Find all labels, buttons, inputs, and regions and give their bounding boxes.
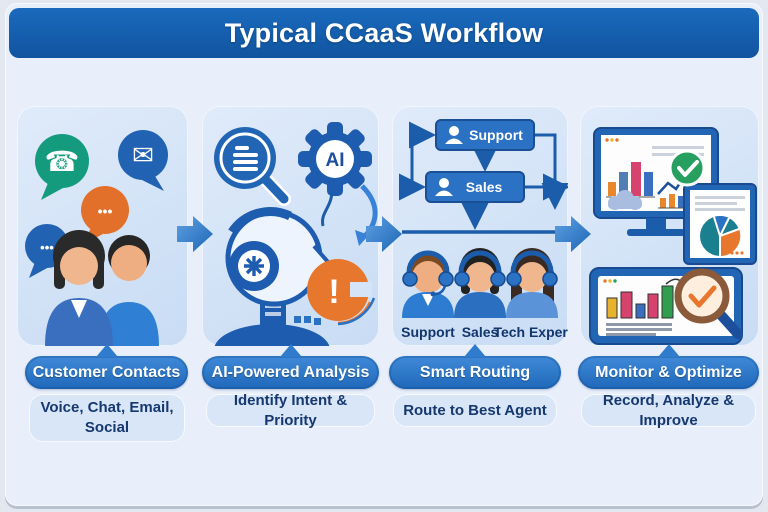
ai-badge: AI <box>326 150 345 171</box>
stage-label-customer-contacts: Customer Contacts <box>25 344 188 389</box>
customer-contacts-illustration: ☎ ✉ ••• ••• <box>25 130 168 346</box>
agent-sales <box>454 248 506 318</box>
agent-label: Support <box>401 324 455 340</box>
phone-icon: ☎ <box>45 146 80 177</box>
svg-text:✉: ✉ <box>132 140 154 170</box>
tablet-report <box>683 183 757 265</box>
stage-label-smart-routing: Smart Routing <box>389 344 561 389</box>
title-bar: Typical CCaaS Workflow <box>9 8 759 58</box>
stage-sublabel-monitor-optimize: Record, Analyze & Improve <box>581 392 756 429</box>
agent-label: Tech Expert <box>493 324 568 340</box>
panel-ai-analysis: AI <box>202 106 379 346</box>
svg-text:•••: ••• <box>98 203 113 219</box>
workflow-card: Typical CCaaS Workflow ☎ ✉ ••• <box>5 3 763 506</box>
gear-detail-icon <box>244 256 264 276</box>
stage-label-ai-analysis: AI-Powered Analysis <box>202 344 379 389</box>
stage-sublabel-customer-contacts: Voice, Chat, Email, Social <box>29 394 185 442</box>
stage-sublabel-smart-routing: Route to Best Agent <box>393 394 557 427</box>
queue-label: Support <box>469 127 523 143</box>
email-icon: ✉ <box>118 130 168 191</box>
flow-arrow-1 <box>177 216 213 252</box>
flow-arrow-3 <box>555 216 591 252</box>
queue-label: Sales <box>466 179 503 195</box>
customers-illustration <box>45 230 159 346</box>
svg-text:•••: ••• <box>40 240 54 255</box>
agent-label: Sales <box>462 324 499 340</box>
analytics-illustration <box>589 127 757 345</box>
check-badge-icon <box>668 149 706 187</box>
person-icon <box>439 178 449 188</box>
panel-monitor-optimize <box>580 106 759 346</box>
magnifier-document-icon <box>214 127 291 206</box>
stage-label-monitor-optimize: Monitor & Optimize <box>578 344 759 389</box>
flow-arrow-2 <box>366 216 402 252</box>
agent-support <box>402 250 454 318</box>
pie-chart-icon <box>700 215 741 257</box>
panel-smart-routing: Support Sales <box>392 106 568 346</box>
person-icon <box>449 126 459 136</box>
panel-customer-contacts: ☎ ✉ ••• ••• <box>17 106 188 346</box>
routing-connectors <box>399 121 568 230</box>
queue-box-support: Support <box>435 119 535 151</box>
magnifier-check-icon <box>674 268 743 339</box>
phone-bubble-icon: ☎ <box>35 134 89 200</box>
cloud-icon <box>608 190 642 210</box>
page-title: Typical CCaaS Workflow <box>224 17 544 48</box>
gear-connector-line <box>321 189 334 227</box>
stage-sublabel-ai-analysis: Identify Intent & Priority <box>206 392 375 429</box>
ai-analysis-illustration: AI <box>214 122 378 346</box>
routing-illustration: Support Sales <box>399 119 568 340</box>
agent-tech-expert <box>506 248 558 318</box>
ai-gear-icon: AI <box>298 122 372 196</box>
queue-box-sales: Sales <box>425 171 525 203</box>
alert-mark: ! <box>328 273 339 311</box>
priority-gauge-icon: ! <box>294 259 376 326</box>
